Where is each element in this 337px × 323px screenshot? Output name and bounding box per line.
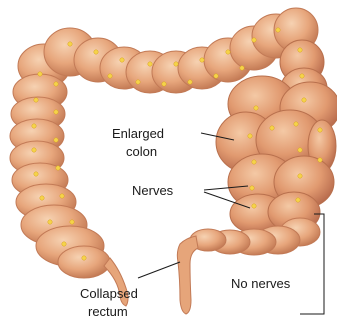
collapsed-rectum <box>177 236 198 314</box>
label-enlarged-line1: Enlarged <box>112 126 164 141</box>
label-nerves: Nerves <box>132 183 174 198</box>
colon-illustration <box>10 8 337 314</box>
label-no-nerves: No nerves <box>231 276 291 291</box>
label-enlarged-line2: colon <box>126 144 157 159</box>
rectum-leader <box>138 262 180 278</box>
label-rectum-line1: Collapsed <box>80 286 138 301</box>
label-rectum-line2: rectum <box>88 304 128 319</box>
